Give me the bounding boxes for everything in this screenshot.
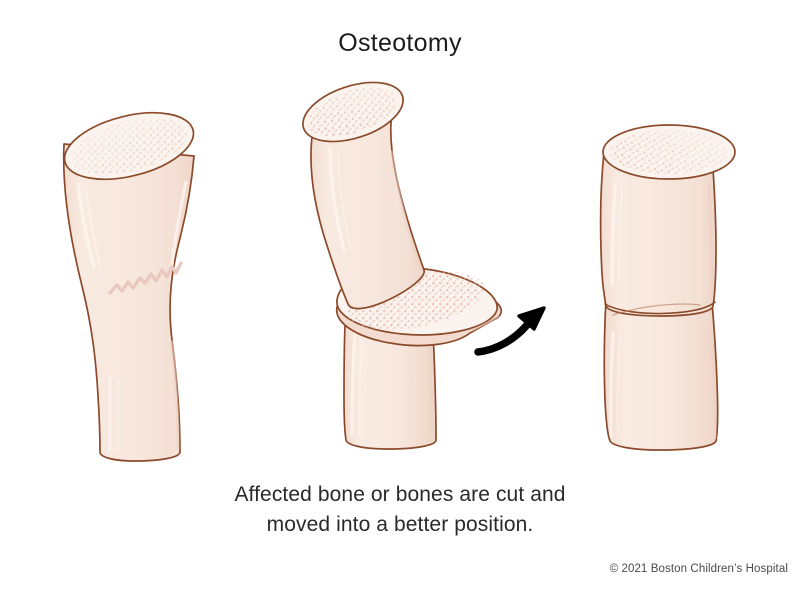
bone3-lower-shade bbox=[710, 330, 717, 440]
bone3-upper-shaft bbox=[599, 151, 717, 317]
bone1-shaft bbox=[62, 143, 195, 462]
bone3-union-line-soft bbox=[612, 303, 701, 316]
bone1-highlight-right bbox=[170, 180, 188, 268]
caption-line-1: Affected bone or bones are cut and bbox=[234, 483, 566, 506]
bone2-lower-highlight bbox=[350, 326, 357, 436]
panel-cut-bone bbox=[302, 81, 546, 450]
panel-deformed-bone bbox=[62, 111, 195, 462]
bone1-highlight-left2 bbox=[85, 187, 102, 271]
bone3-upper-shade bbox=[707, 180, 714, 294]
bone2-upper-segment bbox=[302, 81, 425, 310]
bone3-lower-highlight bbox=[609, 332, 615, 438]
bone2-wedge-shade bbox=[468, 314, 500, 333]
caption-line-2: moved into a better position. bbox=[266, 513, 534, 536]
bone3-upper-highlight2 bbox=[618, 185, 623, 285]
bone3-upper-highlight bbox=[610, 182, 617, 286]
bone3-lower-highlight2 bbox=[616, 335, 621, 435]
bone3-cut-surface bbox=[602, 124, 736, 180]
bone1-highlight-left bbox=[76, 182, 96, 270]
bone2-upper-shade bbox=[390, 150, 422, 270]
arrow-shaft bbox=[474, 321, 531, 356]
osteotomy-figure bbox=[0, 78, 800, 470]
bone3-lower-shaft bbox=[603, 299, 719, 451]
bone2-upper-highlight2 bbox=[337, 149, 352, 249]
wedge-removal-arrow bbox=[474, 306, 546, 356]
copyright-notice: © 2021 Boston Children’s Hospital bbox=[609, 563, 788, 575]
osteotomy-diagram-svg bbox=[62, 81, 736, 462]
bone1-planned-cut-line bbox=[108, 261, 183, 295]
figure-caption: Affected bone or bones are cut and moved… bbox=[0, 480, 800, 540]
page-title: Osteotomy bbox=[338, 29, 462, 57]
bone3-union-line bbox=[604, 301, 716, 315]
arrow-head-icon bbox=[517, 306, 546, 331]
bone2-upper-highlight bbox=[328, 146, 346, 252]
bone1-cut-surface bbox=[63, 111, 195, 181]
panel-realigned-bone bbox=[599, 124, 736, 451]
bone1-shade-right bbox=[170, 340, 180, 450]
bone2-lower-highlight2 bbox=[358, 329, 363, 435]
